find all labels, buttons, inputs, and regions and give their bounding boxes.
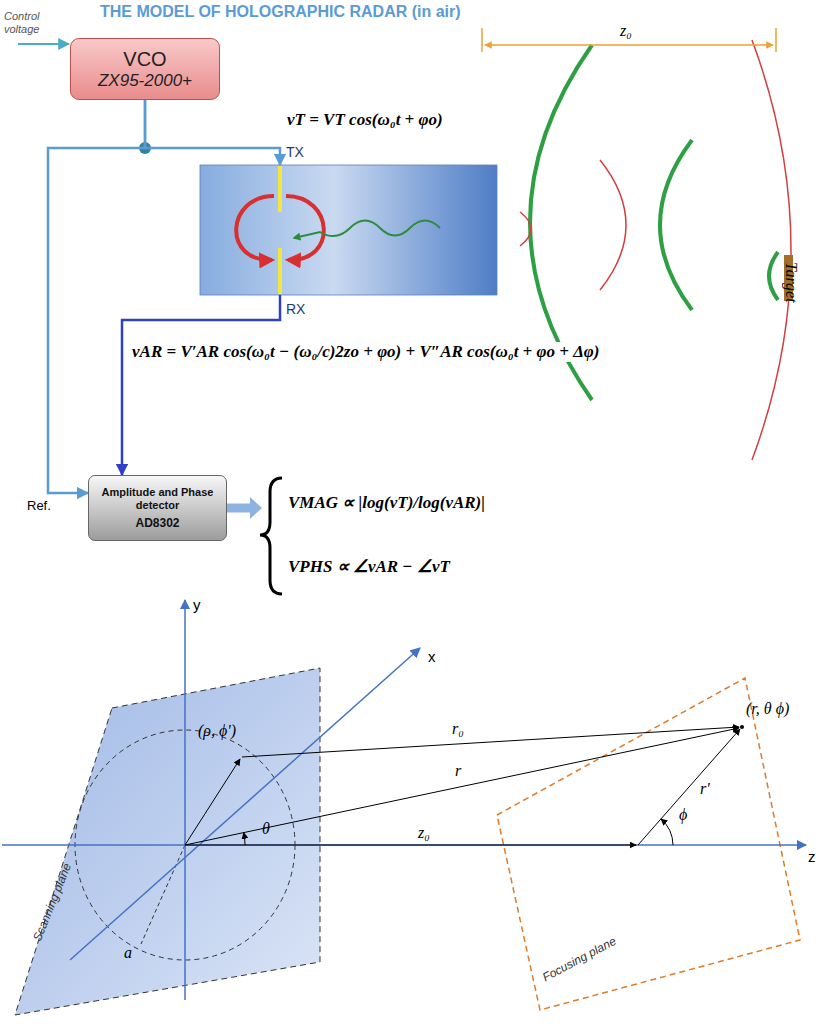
wavefront xyxy=(660,140,692,310)
detector-box: Amplitude and Phase detectorAD8302 xyxy=(88,475,227,541)
vco-box: VCOZX95-2000+ xyxy=(70,38,220,100)
brace xyxy=(260,478,282,594)
coupling-arrow xyxy=(236,196,274,260)
wavefront xyxy=(520,212,531,246)
equation: VPHS ∝ ∠vAR − ∠vT xyxy=(286,556,452,577)
target-label: Target xyxy=(782,262,800,303)
edge-label: Ref. xyxy=(26,498,52,513)
dimension-label: z₀ xyxy=(620,22,632,40)
dimension-tick xyxy=(775,28,777,52)
wavefront xyxy=(769,252,778,300)
tx-antenna xyxy=(278,166,282,212)
antenna-block xyxy=(200,165,497,295)
node-text: ZX95-2000+ xyxy=(98,71,192,91)
output-arrow xyxy=(250,497,262,519)
node-text: RX xyxy=(286,301,305,317)
angle-label: θ xyxy=(262,820,270,838)
z0-vector xyxy=(185,845,636,846)
point-label: (r, θ ϕ) xyxy=(746,700,789,718)
equation: VMAG ∝ |log(vT)/log(vAR)| xyxy=(286,492,487,513)
coupling-arrow xyxy=(286,196,324,260)
focusing-plane xyxy=(497,678,800,1010)
wavefront xyxy=(752,40,791,460)
vector-label: r₀ xyxy=(452,720,464,738)
antenna-box: TXRX xyxy=(200,165,497,295)
equation: vT = VT cos(ω₀t + φo) xyxy=(285,110,445,130)
title: THE MODEL OF HOLOGRAPHIC RADAR (in air) xyxy=(100,3,461,21)
radius-line xyxy=(141,845,185,944)
dimension-tick xyxy=(481,28,483,52)
signal-wire xyxy=(122,295,280,475)
vector-label: r xyxy=(455,762,461,780)
z-axis xyxy=(2,844,806,846)
vector-label: z₀ xyxy=(418,824,430,842)
node-text: VCO xyxy=(123,48,166,71)
signal-wire xyxy=(145,100,280,165)
dimension-label: a xyxy=(124,944,132,962)
x-axis xyxy=(70,648,420,960)
control-line xyxy=(18,43,69,45)
rho-vector xyxy=(185,759,240,845)
dimension-line xyxy=(485,44,773,46)
vector-label: r' xyxy=(700,780,710,798)
node-text: AD8302 xyxy=(135,516,179,530)
r-vector xyxy=(185,728,739,845)
output-arrow xyxy=(226,504,250,513)
signal-name: Control voltage xyxy=(4,10,50,35)
signal-wire xyxy=(48,100,145,493)
theta-arc xyxy=(244,833,245,845)
node-text: TX xyxy=(286,144,304,160)
axis-label: z xyxy=(808,848,816,865)
y-axis xyxy=(184,600,186,1000)
axis-label: x xyxy=(428,648,436,665)
r-prime-vector xyxy=(638,729,740,845)
plane-label: Focusing plane xyxy=(540,934,618,985)
plane-label: Scanning plane xyxy=(30,861,74,943)
point-label: (ρ, ϕ') xyxy=(198,722,236,740)
scanning-plane xyxy=(15,668,320,1015)
angle-label: ϕ xyxy=(679,806,687,824)
echo-wave xyxy=(294,221,440,239)
r0-vector xyxy=(242,727,739,757)
wavefront xyxy=(600,160,626,290)
node-text: Amplitude and Phase detector xyxy=(95,486,220,512)
focus-point xyxy=(740,725,744,729)
rx-antenna xyxy=(278,248,282,294)
axis-label: y xyxy=(193,596,201,613)
equation: vAR = V′AR cos(ω₀t − (ω₀/c)2zo + φo) + V… xyxy=(130,342,601,362)
phi-arc xyxy=(661,819,673,845)
